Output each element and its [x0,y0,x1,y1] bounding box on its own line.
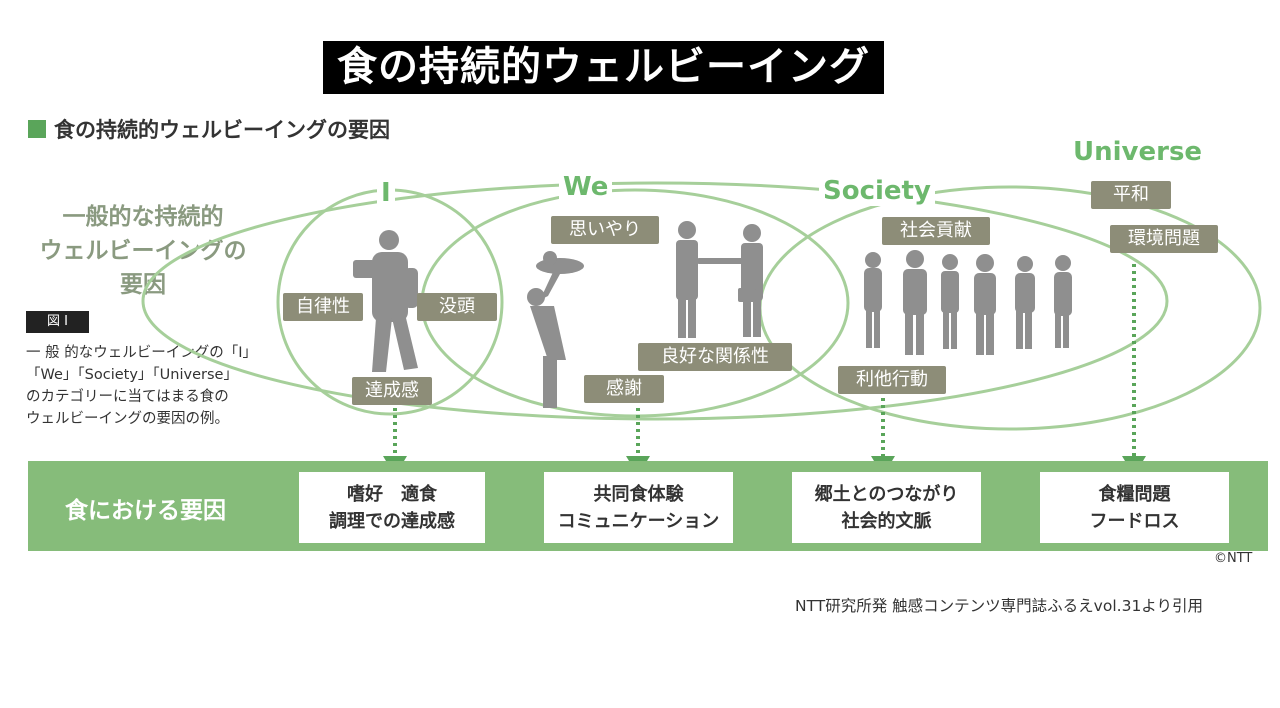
category-we: We [559,172,613,202]
factor-box-we: 共同食体験 コミュニケーション [544,472,733,543]
label-heiwa: 平和 [1091,181,1171,209]
factor-line: 調理での達成感 [329,510,455,532]
label-shakai-kouken: 社会貢献 [882,217,990,245]
factor-line: 社会的文脈 [841,510,932,532]
general-heading: 一般的な持続的 ウェルビーイングの 要因 [30,200,256,302]
silhouette-parent-child [527,251,584,408]
caption-line: 「We」「Society」「Universe」 [26,367,238,383]
caption-line: 一 般 的なウェルビーイングの「I」 [26,345,257,361]
caption-line: ウェルビーイングの要因の例。 [26,411,229,427]
silhouette-person-eating [353,230,418,372]
label-botou: 没頭 [417,293,497,321]
label-omoiyari: 思いやり [551,216,659,244]
citation: NTT研究所発 触感コンテンツ専門誌ふるえvol.31より引用 [795,597,1203,615]
silhouette-crowd [864,250,1072,355]
factor-box-society: 郷土とのつながり 社会的文脈 [792,472,981,543]
category-society: Society [819,176,935,206]
label-jiritsusei: 自律性 [283,293,363,321]
society-ellipse [141,181,1169,421]
universe-ellipse [758,185,1262,431]
label-ryoukou: 良好な関係性 [638,343,792,371]
general-heading-line: 一般的な持続的 [62,204,224,230]
label-kansha: 感謝 [584,375,664,403]
factor-line: 郷土とのつながり [814,483,959,505]
main-title: 食の持続的ウェルビーイング [323,41,884,94]
factor-line: コミュニケーション [557,510,720,532]
figure-badge: 図 I [26,311,89,333]
label-tasseikan: 達成感 [352,377,432,405]
factor-box-i: 嗜好 適食 調理での達成感 [299,472,485,543]
factor-line: 食糧問題 [1098,483,1171,505]
label-kankyou: 環境問題 [1110,225,1218,253]
category-universe: Universe [1069,137,1207,167]
silhouette-handshake [676,221,763,338]
label-rita-koudou: 利他行動 [838,366,946,394]
band-label: 食における要因 [65,498,226,524]
arrow-universe [1122,264,1146,476]
section-heading-text: 食の持続的ウェルビーイングの要因 [54,118,390,142]
section-heading: 食の持続的ウェルビーイングの要因 [28,114,390,144]
figure-caption: 一 般 的なウェルビーイングの「I」 「We」「Society」「Univers… [26,342,266,430]
factor-box-universe: 食糧問題 フードロス [1040,472,1229,543]
factor-line: 嗜好 適食 [347,483,437,505]
category-i: I [377,178,395,208]
factor-line: 共同食体験 [593,483,684,505]
green-square-icon [28,120,46,138]
copyright: ©NTT [1214,551,1253,566]
factor-line: フードロス [1089,510,1180,532]
caption-line: のカテゴリーに当てはまる食の [26,389,229,405]
